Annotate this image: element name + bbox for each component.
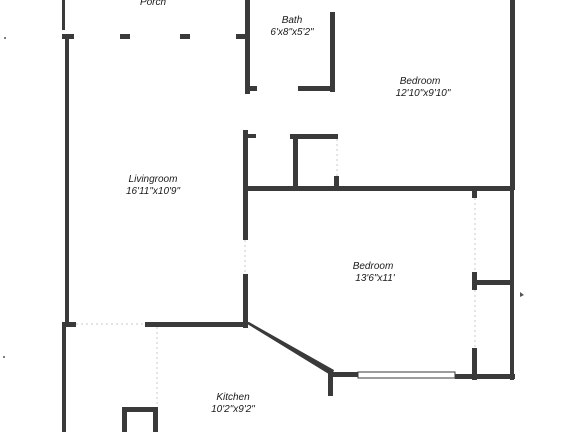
wall-closet-stub — [248, 134, 256, 138]
bedroom1-size: 12'10"x9'10" — [396, 88, 451, 99]
bedroom2-size: 13'6"x11' — [355, 273, 396, 284]
walls — [62, 0, 515, 432]
bath-size: 6'x8"x5'2" — [270, 27, 314, 38]
porch-name: Porch — [140, 0, 167, 8]
wall-porch-segment — [120, 34, 130, 39]
scan-mark — [520, 292, 524, 297]
livingroom-name: Livingroom — [129, 174, 178, 185]
bedroom1-name: Bedroom — [400, 76, 441, 87]
wall-closet-top — [290, 134, 338, 139]
wall-closet-left — [293, 134, 298, 188]
bath-name: Bath — [282, 15, 303, 26]
kitchen-name: Kitchen — [216, 392, 250, 403]
window-bedroom2-bottom — [357, 371, 456, 379]
kitchen-size: 10'2"x9'2" — [211, 404, 255, 415]
wall-bath-left-stub — [245, 86, 257, 91]
wall-central-upper — [243, 130, 248, 240]
wall-diagonal — [244, 322, 334, 376]
bedroom2-name: Bedroom — [353, 261, 394, 272]
wall-porch-left — [62, 0, 65, 30]
room-labels: Porch Bath 6'x8"x5'2" Bedroom 12'10"x9'1… — [126, 0, 451, 415]
wall-bedroom2-bottom — [455, 374, 515, 379]
wall-closet-right — [334, 176, 339, 188]
wall-kitchen-stub — [122, 407, 127, 432]
scan-mark — [4, 37, 6, 39]
wall-bath-bottom-stub — [298, 86, 335, 91]
wall-left-exterior — [65, 36, 69, 326]
wall-central-lower — [243, 274, 248, 328]
wall-kitchen-stub — [153, 407, 158, 432]
wall-bath-right — [330, 12, 335, 92]
wall-bedroom2-closet — [472, 348, 477, 380]
openings — [76, 139, 476, 405]
wall-right-exterior-top — [510, 0, 515, 190]
wall-bedroom-divider — [248, 186, 510, 191]
wall-porch-segment — [236, 34, 246, 39]
wall-bedroom2-bottom-left — [330, 372, 358, 377]
scan-mark — [3, 356, 5, 358]
wall-left-corner — [62, 322, 76, 327]
wall-bath-left — [245, 0, 250, 94]
wall-kitchen-stub — [122, 407, 158, 412]
wall-bedroom2-closet — [472, 190, 477, 198]
wall-kitchen-top — [145, 322, 248, 327]
wall-left-kitchen — [62, 326, 66, 432]
wall-bedroom2-closet — [472, 280, 512, 285]
wall-diagonal-end — [328, 372, 333, 396]
wall-porch-segment — [180, 34, 190, 39]
livingroom-size: 16'11"x10'9" — [126, 186, 181, 197]
